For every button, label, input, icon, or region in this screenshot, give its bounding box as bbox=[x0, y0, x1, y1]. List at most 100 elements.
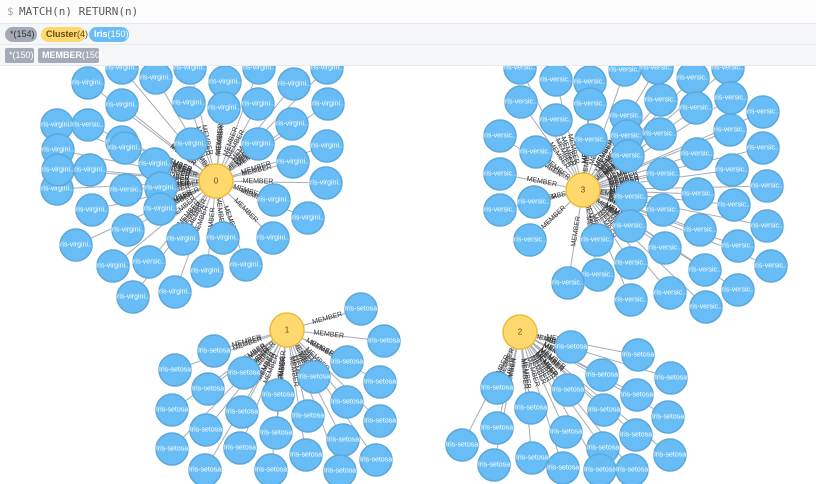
iris-node[interactable]: Iris-versic... bbox=[647, 231, 683, 265]
iris-node[interactable]: Iris-virgini... bbox=[165, 222, 201, 256]
iris-node[interactable]: Iris-virgini... bbox=[290, 201, 326, 235]
iris-node[interactable]: Iris-setosa bbox=[227, 356, 261, 390]
iris-node[interactable]: Iris-versic... bbox=[652, 276, 688, 310]
iris-node[interactable]: Iris-versic... bbox=[482, 119, 518, 153]
iris-node[interactable]: Iris-setosa bbox=[223, 431, 257, 465]
cluster-node[interactable]: 3 bbox=[565, 172, 601, 208]
iris-node[interactable]: Iris-virgini... bbox=[310, 87, 346, 121]
iris-node[interactable]: Iris-setosa bbox=[514, 391, 548, 425]
iris-node[interactable]: Iris-virgini... bbox=[104, 66, 140, 85]
member-relationship[interactable] bbox=[519, 331, 638, 396]
iris-node[interactable]: Iris-setosa bbox=[619, 418, 653, 452]
iris-node[interactable]: Iris-virgini... bbox=[241, 66, 277, 85]
iris-node[interactable]: Iris-versic... bbox=[108, 173, 144, 207]
member-relationship[interactable] bbox=[519, 331, 672, 379]
iris-node[interactable]: Iris-setosa bbox=[551, 373, 585, 407]
iris-node[interactable]: Iris-setosa bbox=[585, 358, 619, 392]
member-relationship[interactable] bbox=[286, 329, 381, 422]
member-relationship[interactable] bbox=[174, 329, 288, 371]
iris-node[interactable]: Iris-virgini... bbox=[173, 127, 209, 161]
iris-node[interactable]: Iris-virgini... bbox=[228, 248, 264, 282]
iris-node[interactable]: Iris-setosa bbox=[549, 415, 583, 449]
member-relationship[interactable] bbox=[555, 79, 584, 191]
iris-node[interactable]: Iris-virgini... bbox=[104, 88, 140, 122]
iris-node[interactable]: Iris-setosa bbox=[477, 448, 511, 482]
member-relationship[interactable] bbox=[286, 329, 307, 456]
iris-node[interactable]: Iris-virgini... bbox=[110, 213, 146, 247]
iris-node[interactable]: Iris-virgini... bbox=[309, 66, 345, 85]
iris-node[interactable]: Iris-setosa bbox=[344, 292, 378, 326]
member-relationship[interactable] bbox=[286, 329, 377, 461]
iris-node[interactable]: Iris-virgini... bbox=[255, 221, 291, 255]
iris-node[interactable]: Iris-versic... bbox=[550, 266, 586, 300]
member-relationship[interactable] bbox=[215, 67, 260, 182]
iris-node[interactable]: Iris-setosa bbox=[587, 393, 621, 427]
iris-node[interactable]: Iris-versic... bbox=[680, 177, 716, 211]
iris-node[interactable]: Iris-virgini... bbox=[275, 145, 311, 179]
iris-node[interactable]: Iris-versic... bbox=[682, 213, 718, 247]
iris-node[interactable]: Iris-setosa bbox=[225, 395, 259, 429]
iris-node[interactable]: Iris-setosa bbox=[188, 453, 222, 484]
label-pill-cluster[interactable]: Cluster(4) bbox=[41, 27, 88, 42]
member-relationship[interactable] bbox=[520, 101, 584, 191]
member-relationship[interactable] bbox=[215, 180, 327, 184]
iris-node[interactable]: Iris-versic... bbox=[482, 157, 518, 191]
iris-node[interactable]: Iris-setosa bbox=[158, 353, 192, 387]
iris-node[interactable]: Iris-versic... bbox=[639, 66, 675, 85]
iris-node[interactable]: Iris-setosa bbox=[259, 416, 293, 450]
iris-node[interactable]: Iris-versic... bbox=[538, 66, 574, 97]
iris-node[interactable]: Iris-versic... bbox=[610, 139, 646, 173]
iris-node[interactable]: Iris-setosa bbox=[291, 399, 325, 433]
iris-node[interactable]: Iris-setosa bbox=[261, 378, 295, 412]
iris-node[interactable]: Iris-setosa bbox=[621, 338, 655, 372]
iris-node[interactable]: Iris-virgini... bbox=[115, 280, 151, 314]
iris-node[interactable]: Iris-versic... bbox=[675, 66, 711, 95]
iris-node[interactable]: Iris-setosa bbox=[155, 393, 189, 427]
cluster-node[interactable]: 2 bbox=[502, 314, 538, 350]
iris-node[interactable]: Iris-virgini... bbox=[74, 193, 110, 227]
iris-node[interactable]: Iris-setosa bbox=[359, 443, 393, 477]
iris-node[interactable]: Iris-setosa bbox=[480, 371, 514, 405]
iris-node[interactable]: Iris-versic... bbox=[713, 81, 749, 115]
iris-node[interactable]: Iris-setosa bbox=[620, 378, 654, 412]
iris-node[interactable]: Iris-virgini... bbox=[308, 166, 344, 200]
iris-node[interactable]: Iris-virgini... bbox=[256, 183, 292, 217]
iris-node[interactable]: Iris-setosa bbox=[191, 372, 225, 406]
iris-node[interactable]: Iris-versic... bbox=[687, 253, 723, 287]
iris-node[interactable]: Iris-setosa bbox=[330, 345, 364, 379]
iris-node[interactable]: Iris-setosa bbox=[615, 453, 649, 484]
iris-node[interactable]: Iris-setosa bbox=[480, 411, 514, 445]
iris-node[interactable]: Iris-virgini... bbox=[274, 107, 310, 141]
iris-node[interactable]: Iris-virgini... bbox=[240, 87, 276, 121]
iris-node[interactable]: Iris-versic... bbox=[518, 135, 554, 169]
iris-node[interactable]: Iris-virgini... bbox=[142, 192, 178, 226]
iris-node[interactable]: Iris-setosa bbox=[651, 400, 685, 434]
iris-node[interactable]: Iris-virgini... bbox=[40, 153, 76, 187]
member-relationship[interactable] bbox=[215, 145, 328, 182]
member-relationship[interactable] bbox=[519, 331, 567, 433]
iris-node[interactable]: Iris-versic... bbox=[482, 193, 518, 227]
iris-node[interactable]: Iris-virgini... bbox=[205, 221, 241, 255]
iris-node[interactable]: Iris-setosa bbox=[367, 324, 401, 358]
iris-node[interactable]: Iris-setosa bbox=[515, 441, 549, 475]
member-relationship[interactable] bbox=[582, 153, 698, 191]
iris-node[interactable]: Iris-versic... bbox=[712, 113, 748, 147]
iris-node[interactable]: Iris-setosa bbox=[583, 453, 617, 484]
iris-node[interactable]: Iris-versic... bbox=[679, 137, 715, 171]
iris-node[interactable]: Iris-versic... bbox=[720, 273, 756, 307]
iris-node[interactable]: Iris-versic... bbox=[131, 245, 167, 279]
query-editor[interactable]: $ MATCH(n) RETURN(n) bbox=[0, 0, 816, 24]
iris-node[interactable]: Iris-setosa bbox=[289, 438, 323, 472]
iris-node[interactable]: Iris-versic... bbox=[579, 223, 615, 257]
iris-node[interactable]: Iris-virgini... bbox=[171, 86, 207, 120]
iris-node[interactable]: Iris-setosa bbox=[363, 404, 397, 438]
iris-node[interactable]: Iris-setosa bbox=[197, 334, 231, 368]
iris-node[interactable]: Iris-virgini... bbox=[309, 129, 345, 163]
iris-node[interactable]: Iris-versic... bbox=[572, 87, 608, 121]
iris-node[interactable]: Iris-versic... bbox=[688, 290, 724, 324]
query-text[interactable]: MATCH(n) RETURN(n) bbox=[19, 5, 139, 18]
iris-node[interactable]: Iris-setosa bbox=[254, 453, 288, 484]
iris-node[interactable]: Iris-versic... bbox=[716, 188, 752, 222]
